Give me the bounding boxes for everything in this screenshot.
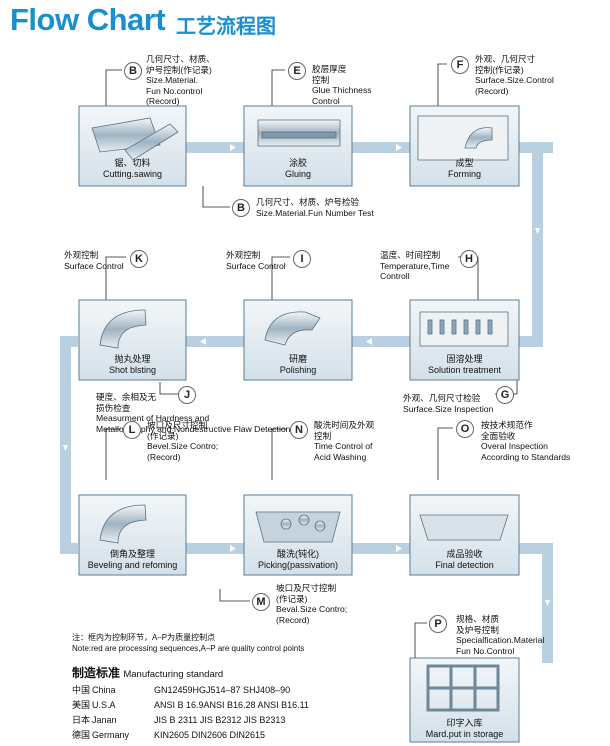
flow-arrows [63, 144, 550, 606]
step-label-cn: 固溶处理 [446, 354, 483, 364]
control-point-j: J [178, 386, 196, 404]
step-label-en: Beveling and refoming [87, 560, 178, 570]
control-point-i: I [293, 250, 311, 268]
control-point-b: B [124, 62, 142, 80]
step-label-en: Forming [447, 169, 481, 179]
control-point-g: G [496, 386, 514, 404]
step-label-cn: 成品验收 [446, 549, 483, 559]
control-point-f-text: 外观、几何尺寸控制(作记录)Surface.Size.Control(Recor… [475, 54, 554, 96]
standards-heading-cn: 制造标准 [72, 666, 121, 680]
page-title-cn: 工艺流程图 [176, 16, 276, 38]
control-point-b-text: 几何尺寸、材质、炉号控制(作记录)Size.Material.Fun No.co… [146, 54, 215, 106]
step-label-en: Picking(passivation) [257, 560, 339, 570]
step-label-cn: 锯、切料 [114, 158, 151, 168]
note-en: Note:red are processing sequences,A–P ar… [72, 644, 305, 653]
control-point-b2: B [232, 199, 250, 217]
standards-heading-en: Manufacturing standard [123, 669, 224, 680]
standards-heading: 制造标准 Manufacturing standard [72, 664, 223, 681]
page-title: Flow Chart [10, 2, 166, 37]
step-label-cn: 酸洗(钝化) [277, 549, 319, 559]
step-label-cn: 倒角及整理 [109, 549, 155, 559]
control-point-o: O [456, 420, 474, 438]
control-point-l: L [123, 421, 141, 439]
control-point-l-text: 坡口及尺寸控制(作记录)Bevel.Size Contro;(Record) [147, 420, 219, 462]
step-label-en: Cutting.sawing [102, 169, 163, 179]
control-point-m-text: 坡口及尺寸控制(作记录)Beval.Size Contro;(Record) [276, 583, 348, 625]
step-label-en: Gluing [284, 169, 311, 179]
step-label-en: Polishing [279, 365, 317, 375]
control-point-h: H [460, 250, 478, 268]
step-label-cn: 成型 [455, 158, 474, 168]
step-pickling: 酸洗(钝化)Picking(passivation) [244, 549, 352, 571]
step-label-cn: 印字入库 [446, 718, 483, 728]
step-label-en: Shot blsting [108, 365, 157, 375]
step-label-en: Final detection [435, 560, 494, 570]
box-illustrations [91, 115, 509, 712]
step-label-cn: 涂胶 [288, 158, 307, 168]
control-point-p: P [429, 615, 447, 633]
control-point-f: F [451, 56, 469, 74]
control-point-m: M [252, 593, 270, 611]
control-point-k: K [130, 250, 148, 268]
step-label-en: Mard.put in storage [425, 729, 504, 739]
control-point-e: E [288, 62, 306, 80]
step-label-en: Solution treatment [427, 365, 502, 375]
step-label-cn: 研磨 [288, 354, 307, 364]
control-point-n: N [290, 421, 308, 439]
note-cn: 注：框内为控制环节，A–P为质量控制点 [72, 633, 216, 642]
step-label-cn: 抛丸处理 [114, 354, 151, 364]
